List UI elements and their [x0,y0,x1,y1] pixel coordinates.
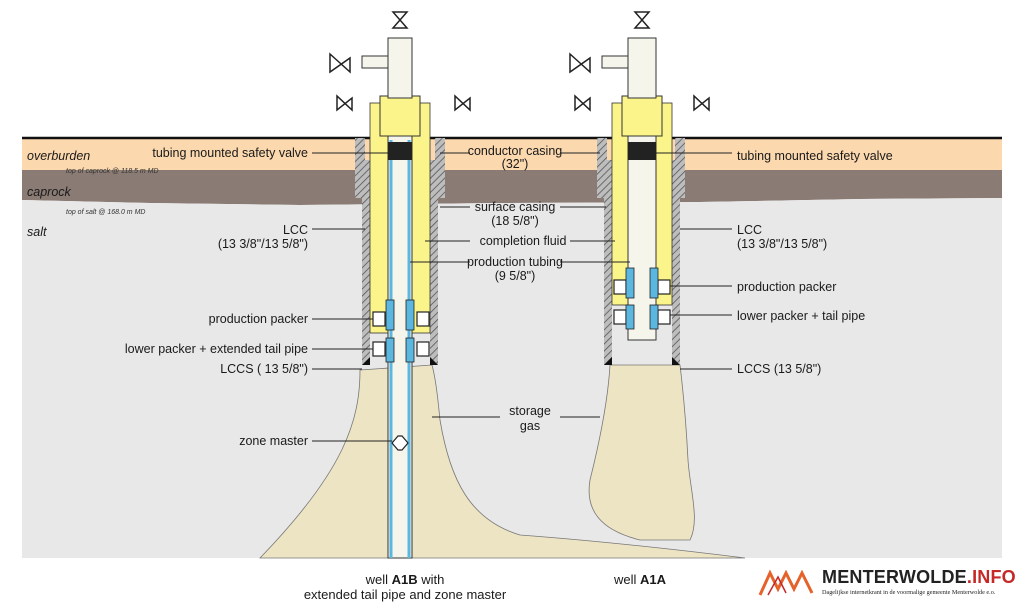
safety-valve-a1b [388,142,412,160]
leader-lines [312,152,732,442]
label-lcc-left-1: LCC [283,223,308,237]
caption-a1b-line1: well A1B with [290,572,520,587]
stratum-salt-note: top of salt @ 168.0 m MD [66,209,145,216]
label-prod-packer-right: production packer [737,280,836,294]
valve-icon-side-a1b [329,52,351,74]
logo[interactable]: MENTERWOLDE.INFO Dagelijkse internetkran… [758,565,1020,605]
conductor-casing-a1b-left [355,138,365,198]
lower-packer-a1b-l [372,341,386,357]
safety-valve-a1a [628,142,656,160]
caption-a1b: well A1B with extended tail pipe and zon… [290,572,520,602]
tree-a1a [627,37,657,99]
valve-icon-top-a1b [391,11,409,29]
label-zone-master: zone master [239,434,308,448]
cement-a1b-right [430,160,438,365]
lower-packer-a1a-r [657,309,671,325]
logo-mark-icon [758,569,814,596]
valve-icon-right-a1b [454,94,471,112]
label-tmsv-left: tubing mounted safety valve [152,146,308,160]
lower-packer-a1b-r [416,341,430,357]
casing-shoe-a1a-l [604,357,612,365]
caption-a1b-line2: extended tail pipe and zone master [303,587,507,602]
seal-a1b-4 [405,337,415,363]
label-tmsv-right: tubing mounted safety valve [737,149,893,163]
label-surface-2: (18 5/8") [491,214,539,228]
valve-icon-side-a1a [569,52,591,74]
valve-icon-left-a1a [574,94,591,112]
seal-a1a-3 [625,304,635,330]
casing-shoe-a1a-r [672,357,680,365]
label-prod-packer-left: production packer [209,312,308,326]
seal-a1a-4 [649,304,659,330]
seal-a1a-2 [649,267,659,299]
label-lower-packer-right: lower packer + tail pipe [737,309,865,323]
packer-a1a-r [657,279,671,295]
seal-a1b-1 [385,299,395,331]
stratum-caprock: caprock [27,185,72,199]
cement-a1b-left [362,160,370,365]
label-tubing-2: (9 5/8") [495,269,536,283]
packer-a1b-l [372,311,386,327]
side-outlet-a1b [361,55,389,69]
cement-a1a-right [672,160,680,365]
label-conductor-1: conductor casing [468,144,563,158]
salt-layer [22,198,1002,558]
wellhead-a1a [621,95,663,137]
zone-master-a1b [391,435,409,451]
cavern-a1a [588,364,695,541]
valve-icon-right-a1a [693,94,710,112]
logo-name-tld: .INFO [966,567,1016,587]
overburden-layer [22,138,1002,170]
logo-tagline: Dagelijkse internetkrant in de voormalig… [822,589,996,596]
stratum-caprock-note: top of caprock @ 118.5 m MD [66,168,159,175]
label-tubing-1: production tubing [467,255,563,269]
label-lcc-right-1: LCC [737,223,762,237]
caption-a1a: well A1A [590,572,690,587]
valve-icon-top-a1a [633,11,651,29]
cavern-a1b [259,364,746,559]
conductor-casing-a1a-left [597,138,607,198]
caption-a1a-prefix: well [613,572,640,587]
label-completion: completion fluid [480,234,567,248]
label-storage-2: gas [520,419,540,433]
label-lcc-right-2: (13 3/8"/13 5/8") [737,237,827,251]
caption-a1a-name: A1A [640,572,667,587]
label-lower-packer-left: lower packer + extended tail pipe [125,342,308,356]
label-surface-1: surface casing [475,200,556,214]
stratum-salt: salt [27,225,47,239]
label-lccs-left: LCCS ( 13 5/8") [220,362,308,376]
label-lcc-left-2: (13 3/8"/13 5/8") [218,237,308,251]
caption-a1b-suffix: with [417,572,445,587]
label-lccs-right: LCCS (13 5/8") [737,362,821,376]
label-conductor-2: (32") [502,157,529,171]
packer-a1b-r [416,311,430,327]
logo-name-main: MENTERWOLDE [822,567,967,587]
cement-a1a-left [604,160,612,365]
packer-a1a-l [613,279,627,295]
side-outlet-a1a [601,55,629,69]
valve-icon-left-a1b [336,94,353,112]
wellhead-a1b [379,95,421,137]
caption-a1b-prefix: well [365,572,392,587]
tree-a1b [387,37,413,99]
casing-shoe-a1b-r [430,357,438,365]
caprock-layer [22,170,1002,205]
seal-a1b-3 [385,337,395,363]
seal-a1b-2 [405,299,415,331]
casing-shoe-a1b-l [362,357,370,365]
label-storage-1: storage [509,404,551,418]
seal-a1a-1 [625,267,635,299]
conductor-casing-a1b-right [435,138,445,198]
lower-packer-a1a-l [613,309,627,325]
stratum-overburden: overburden [27,149,90,163]
logo-name: MENTERWOLDE.INFO [822,567,1016,588]
caption-a1b-name: A1B [391,572,418,587]
